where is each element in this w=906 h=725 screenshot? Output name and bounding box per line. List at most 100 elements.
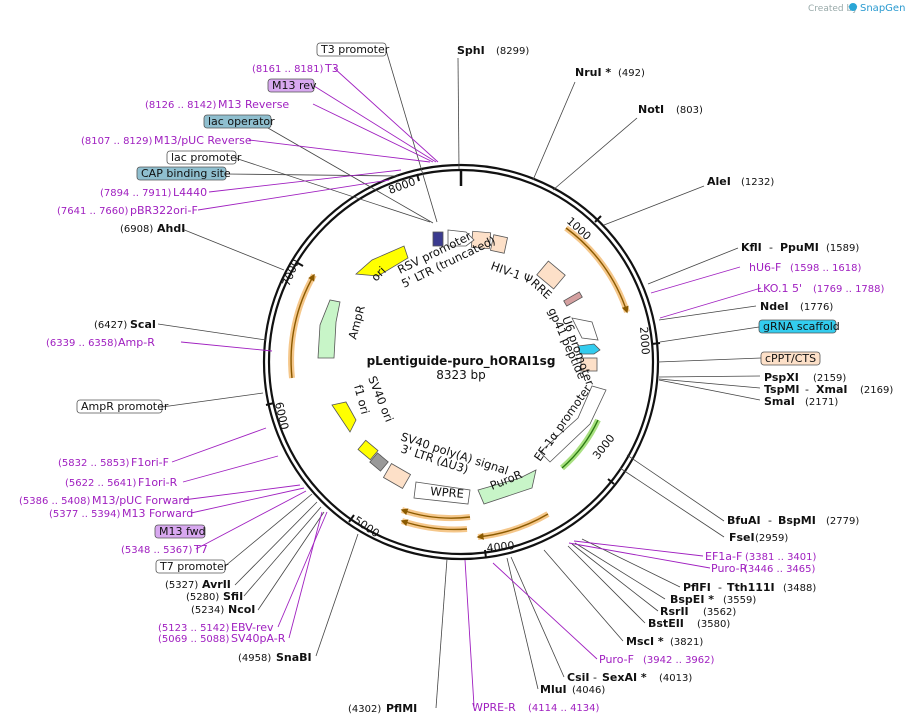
primer-ampr[interactable]: (6339 .. 6358) Amp-R — [46, 336, 155, 349]
site-tspMI[interactable]: TspMI - XmaI (2169) — [764, 383, 893, 396]
feature-rsv — [447, 229, 475, 247]
site-bstEII[interactable]: BstEII (3580) — [648, 617, 730, 630]
name-f1orir: F1ori-R — [138, 476, 178, 489]
enzyme-bstEII: BstEII — [648, 617, 684, 630]
pos-smaI: (2171) — [805, 397, 838, 408]
snapgene-logo-icon — [849, 3, 857, 11]
enzyme-pspXI: PspXI — [764, 371, 799, 384]
credit-text: Created by — [808, 4, 858, 14]
site-aleI[interactable]: AleI (1232) — [707, 175, 774, 188]
site-mscI[interactable]: MscI * (3821) — [626, 635, 703, 648]
box-cppt[interactable]: cPPT/CTS — [760, 351, 821, 366]
site-sphI[interactable]: SphI (8299) — [457, 44, 529, 57]
box-t3-promoter-label: T3 promoter — [320, 43, 390, 56]
name-ebvrev: EBV-rev — [231, 621, 274, 634]
site-kflI[interactable]: KflI - PpuMI (1589) — [741, 241, 859, 254]
range-t7: (5348 .. 5367) — [121, 545, 193, 556]
primer-f1orir[interactable]: (5622 .. 5641) F1ori-R — [65, 476, 178, 489]
box-lac-operator[interactable]: lac operator — [203, 114, 275, 129]
primer-m13puc-rev[interactable]: (8107 .. 8129) M13/pUC Reverse — [81, 134, 252, 147]
site-pflFI[interactable]: PflFI - Tth111I (3488) — [683, 581, 816, 594]
range-ebvrev: (5123 .. 5142) — [158, 623, 230, 634]
pos-csiI: (4013) — [659, 673, 692, 684]
site-nruI[interactable]: NruI * (492) — [575, 66, 645, 79]
enzyme-nruI: NruI * — [575, 66, 611, 79]
feature-gp41 — [563, 291, 583, 307]
site-bfuAI[interactable]: BfuAI - BspMI (2779) — [727, 514, 859, 527]
pos-sfiI: (5280) — [186, 592, 219, 603]
feature-lac-cluster — [432, 231, 444, 247]
primer-pbr322[interactable]: (7641 .. 7660) pBR322ori-F — [57, 204, 198, 217]
site-ahdI[interactable]: (6908) AhdI — [120, 222, 185, 235]
primer-hu6[interactable]: hU6-F (1598 .. 1618) — [749, 261, 862, 274]
pos-aleI: (1232) — [741, 177, 774, 188]
site-pspXI[interactable]: PspXI (2159) — [764, 371, 846, 384]
primer-l4440[interactable]: (7894 .. 7911) L4440 — [100, 186, 207, 199]
site-fseI[interactable]: FseI (2959) — [729, 531, 788, 544]
site-ndeI[interactable]: NdeI (1776) — [760, 300, 833, 313]
site-csiI[interactable]: CsiI - SexAI * (4013) — [567, 671, 692, 684]
position-ticks — [265, 173, 661, 559]
enzyme-xmaI: XmaI — [816, 383, 847, 396]
range-purof: (3942 .. 3962) — [643, 655, 715, 666]
box-lac-promoter[interactable]: lac promoter — [166, 150, 242, 165]
primer-puror[interactable]: Puro-R (3446 .. 3465) — [711, 562, 816, 575]
primer-t7[interactable]: (5348 .. 5367) T7 — [121, 543, 208, 556]
name-m13puc-rev: M13/pUC Reverse — [154, 134, 252, 147]
box-cap-binding[interactable]: CAP binding site — [136, 166, 231, 181]
site-pflMI[interactable]: (4302) PflMI — [348, 702, 417, 715]
feature-ltr3 — [382, 463, 412, 489]
site-sfiI[interactable]: (5280) SfiI — [186, 590, 243, 603]
site-snaBI[interactable]: (4958) SnaBI — [238, 651, 312, 664]
site-notI[interactable]: NotI (803) — [638, 103, 703, 116]
box-t7-promoter[interactable]: T7 promoter — [155, 559, 229, 574]
enzyme-ndeI: NdeI — [760, 300, 789, 313]
box-m13-rev[interactable]: M13 rev — [267, 78, 317, 93]
site-avrII[interactable]: (5327) AvrII — [165, 578, 231, 591]
range-m13fwd: (5377 .. 5394) — [49, 509, 121, 520]
primer-purof[interactable]: Puro-F (3942 .. 3962) — [599, 653, 715, 666]
name-purof: Puro-F — [599, 653, 634, 666]
primer-m13puc-fwd[interactable]: (5386 .. 5408) M13/pUC Forward — [19, 494, 190, 507]
primer-lko[interactable]: LKO.1 5' (1769 .. 1788) — [757, 282, 885, 295]
pos-avrII: (5327) — [165, 580, 198, 591]
site-mluI[interactable]: MluI (4046) — [540, 683, 605, 696]
range-t3: (8161 .. 8181) — [252, 64, 324, 75]
enzyme-pflFI: PflFI — [683, 581, 711, 594]
pos-bfuAI: (2779) — [826, 516, 859, 527]
primer-wpre[interactable]: WPRE-R (4114 .. 4134) — [472, 701, 600, 714]
name-puror: Puro-R — [711, 562, 748, 575]
primer-m13fwd[interactable]: (5377 .. 5394) M13 Forward — [49, 507, 193, 520]
primer-f1orif[interactable]: (5832 .. 5853) F1ori-F — [58, 456, 169, 469]
range-m13puc-fwd: (5386 .. 5408) — [19, 496, 91, 507]
box-grna-scaffold[interactable]: gRNA scaffold — [758, 319, 840, 334]
name-t7: T7 — [193, 543, 208, 556]
box-m13-fwd[interactable]: M13 fwd — [154, 524, 206, 539]
site-rsrII[interactable]: RsrII (3562) — [660, 605, 736, 618]
site-smaI[interactable]: SmaI (2171) — [764, 395, 838, 408]
label-sv40ori: SV40 ori — [365, 374, 396, 424]
primer-sv40pa[interactable]: (5069 .. 5088) SV40pA-R — [158, 632, 286, 645]
site-ncoI[interactable]: (5234) NcoI — [191, 603, 255, 616]
name-lko: LKO.1 5' — [757, 282, 802, 295]
name-pbr322: pBR322ori-F — [130, 204, 198, 217]
enzyme-csiI-sep: - — [593, 671, 597, 684]
pos-pflMI: (4302) — [348, 704, 381, 715]
name-l4440: L4440 — [173, 186, 207, 199]
range-hu6: (1598 .. 1618) — [790, 263, 862, 274]
range-pbr322: (7641 .. 7660) — [57, 206, 129, 217]
primer-ebvrev[interactable]: (5123 .. 5142) EBV-rev — [158, 621, 274, 634]
label-ampr: AmpR — [345, 304, 367, 341]
enzyme-pflFI-sep: - — [718, 581, 722, 594]
primer-t3[interactable]: (8161 .. 8181) T3 — [252, 62, 339, 75]
feature-hiv — [490, 234, 508, 254]
primer-labels: (8161 .. 8181) T3 (8126 .. 8142) M13 Rev… — [19, 62, 885, 714]
site-scaI[interactable]: (6427) ScaI — [94, 318, 156, 331]
box-ampr-promoter[interactable]: AmpR promoter — [76, 399, 169, 414]
primer-m13rev[interactable]: (8126 .. 8142) M13 Reverse — [145, 98, 289, 111]
range-lko: (1769 .. 1788) — [813, 284, 885, 295]
primer-ef1a[interactable]: EF1a-F (3381 .. 3401) — [705, 550, 817, 563]
enzyme-tspMI: TspMI — [764, 383, 800, 396]
site-bspEI[interactable]: BspEI * (3559) — [670, 593, 756, 606]
box-t3-promoter[interactable]: T3 promoter — [316, 42, 390, 57]
